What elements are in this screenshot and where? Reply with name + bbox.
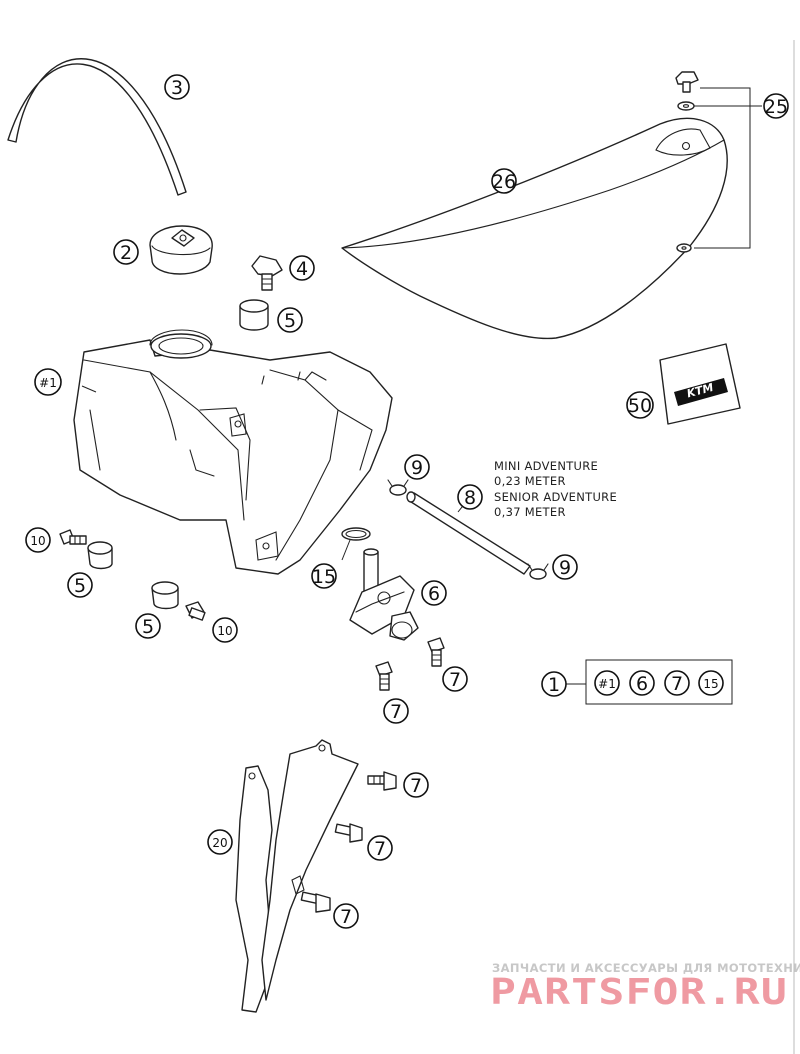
- kit-contents: 1 #1 6 7 15: [541, 659, 733, 705]
- svg-text:15: 15: [703, 677, 718, 691]
- callout-tank: #1: [34, 368, 62, 396]
- callout-26: 26: [491, 168, 517, 194]
- svg-text:6: 6: [636, 673, 648, 695]
- callout-5-upper: 5: [277, 307, 303, 333]
- fuel-tank: [73, 329, 393, 575]
- leader-tank: [81, 385, 97, 393]
- svg-text:#1: #1: [39, 376, 57, 390]
- screw-cover-2: [334, 823, 363, 843]
- svg-text:25: 25: [764, 96, 788, 118]
- callout-25: 25: [763, 93, 789, 119]
- rubber-spacer-left: [87, 541, 113, 570]
- svg-text:26: 26: [492, 171, 516, 193]
- fuel-hose: [406, 491, 531, 575]
- callout-7-cover-2: 7: [367, 835, 393, 861]
- callout-9-lower: 9: [552, 554, 578, 580]
- screw-cover-1: [367, 771, 397, 791]
- seat-screw: [675, 71, 699, 253]
- ktm-sticker: KTM: [659, 343, 741, 425]
- callout-2: 2: [113, 239, 139, 265]
- bolt-middle: [185, 601, 206, 621]
- svg-text:10: 10: [217, 624, 232, 638]
- svg-text:10: 10: [30, 534, 45, 548]
- callout-3: 3: [164, 74, 190, 100]
- fuel-tap: [349, 548, 419, 641]
- svg-text:8: 8: [464, 487, 476, 509]
- svg-text:#1: #1: [598, 677, 616, 691]
- o-ring: [341, 527, 371, 541]
- watermark-caption: ЗАПЧАСТИ И АКСЕССУАРЫ ДЛЯ МОТОТЕХНИКИ: [492, 961, 800, 975]
- screw-cover-3: [300, 891, 331, 913]
- svg-text:4: 4: [296, 258, 308, 280]
- screw-tap-left: [375, 661, 393, 691]
- callout-7-cover-3: 7: [333, 903, 359, 929]
- callout-10-left: 10: [25, 527, 51, 553]
- svg-text:7: 7: [374, 838, 386, 860]
- kit-item-4: 15: [698, 670, 724, 696]
- callout-7-tap-right: 7: [442, 666, 468, 692]
- screw-tap-right: [427, 637, 445, 667]
- mounting-bolt: [251, 255, 283, 291]
- svg-text:7: 7: [449, 669, 461, 691]
- svg-text:5: 5: [284, 310, 296, 332]
- callout-8: 8: [457, 484, 483, 510]
- callout-15: 15: [311, 563, 337, 589]
- hose-clamp-upper: [387, 479, 409, 496]
- svg-text:7: 7: [410, 775, 422, 797]
- callout-6: 6: [421, 580, 447, 606]
- callout-7-tap-left: 7: [383, 698, 409, 724]
- svg-text:5: 5: [74, 575, 86, 597]
- svg-text:7: 7: [671, 673, 683, 695]
- rubber-spacer-upper: [239, 299, 269, 331]
- hose-length-note: MINI ADVENTURE 0,23 METER SENIOR ADVENTU…: [494, 459, 617, 519]
- svg-text:9: 9: [411, 457, 423, 479]
- callout-4: 4: [289, 255, 315, 281]
- svg-text:9: 9: [559, 557, 571, 579]
- seat: [341, 117, 728, 340]
- note-line-1: MINI ADVENTURE: [494, 459, 598, 473]
- svg-text:7: 7: [390, 701, 402, 723]
- watermark-logo: PARTSFOR.RU: [490, 972, 788, 1013]
- kit-item-2: 6: [629, 670, 655, 696]
- breather-hose: [7, 58, 187, 196]
- callout-50: 50: [626, 391, 654, 419]
- bolt-left: [59, 529, 87, 545]
- rubber-spacer-middle: [151, 581, 179, 610]
- kit-item-3: 7: [664, 670, 690, 696]
- leader-15: [341, 539, 351, 561]
- note-line-4: 0,37 METER: [494, 505, 566, 519]
- callout-10-middle: 10: [212, 617, 238, 643]
- callout-kit: 1: [541, 671, 567, 697]
- svg-text:7: 7: [340, 906, 352, 928]
- side-cover: [235, 739, 359, 1013]
- callout-5-left: 5: [67, 572, 93, 598]
- svg-text:15: 15: [312, 566, 336, 588]
- note-line-2: 0,23 METER: [494, 474, 566, 488]
- callout-7-cover-1: 7: [403, 772, 429, 798]
- leader-25: [694, 87, 751, 249]
- fuel-cap: [149, 225, 213, 275]
- callout-5-middle: 5: [135, 613, 161, 639]
- kit-box: [585, 659, 733, 705]
- note-line-3: SENIOR ADVENTURE: [494, 490, 617, 504]
- svg-text:1: 1: [548, 674, 560, 696]
- svg-text:2: 2: [120, 242, 132, 264]
- svg-text:20: 20: [212, 836, 227, 850]
- hose-clamp-lower: [527, 563, 549, 580]
- svg-text:3: 3: [171, 77, 183, 99]
- svg-text:50: 50: [628, 395, 652, 417]
- callout-20: 20: [207, 829, 233, 855]
- svg-text:5: 5: [142, 616, 154, 638]
- callout-9-upper: 9: [404, 454, 430, 480]
- svg-text:6: 6: [428, 583, 440, 605]
- kit-item-1: #1: [594, 670, 620, 696]
